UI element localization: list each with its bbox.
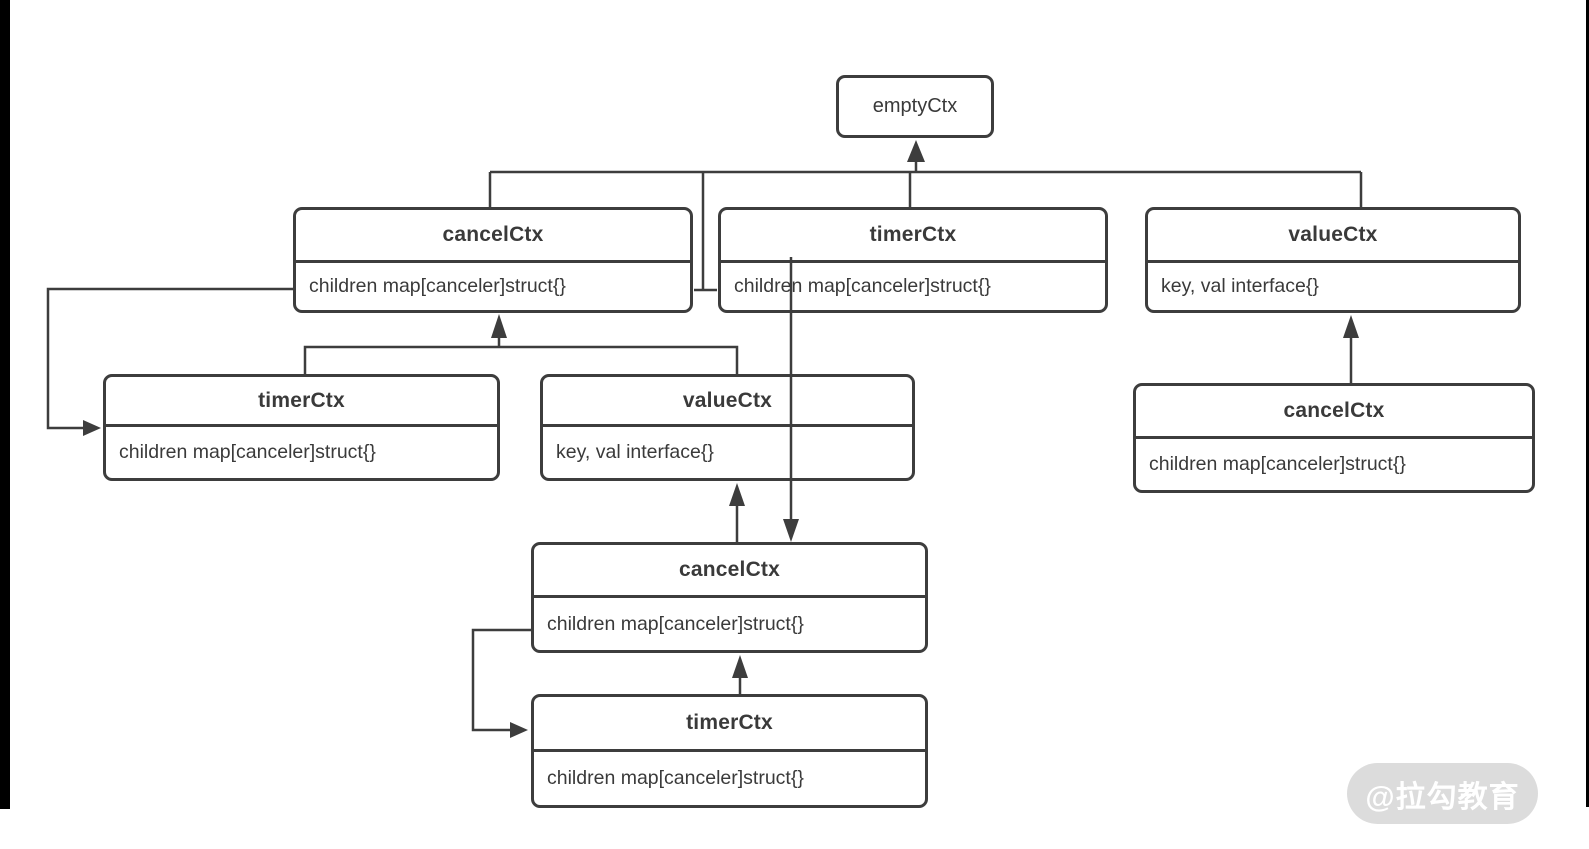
node-emptyctx-label: emptyCtx [872, 95, 958, 117]
node-timerctx-mid-title: timerCtx [106, 377, 497, 427]
watermark-label: @拉勾教育 [1365, 780, 1520, 814]
node-timerctx-top: timerCtx children map[canceler]struct{} [718, 207, 1108, 313]
node-cancelctx-right-title: cancelCtx [1136, 386, 1532, 439]
node-timerctx-mid-attr: children map[canceler]struct{} [119, 441, 376, 463]
arrowhead-up-cancelctx-mid [732, 655, 748, 678]
arrowhead-right-timerctx-bottom [510, 722, 528, 738]
node-cancelctx-top-attr: children map[canceler]struct{} [309, 275, 566, 297]
screen-edge-right-strip [1586, 0, 1589, 807]
node-cancelctx-mid: cancelCtx children map[canceler]struct{} [531, 542, 928, 653]
node-valuectx-top-title: valueCtx [1148, 210, 1518, 263]
node-timerctx-mid: timerCtx children map[canceler]struct{} [103, 374, 500, 481]
node-valuectx-top-attr: key, val interface{} [1161, 275, 1319, 297]
node-timerctx-top-attr: children map[canceler]struct{} [734, 275, 991, 297]
node-timerctx-bottom-attr: children map[canceler]struct{} [547, 767, 804, 789]
arrowhead-up-emptyctx [907, 140, 925, 162]
arrowhead-down-cancelctx-mid [783, 519, 799, 542]
arrowhead-up-cancelctx-top [491, 314, 507, 338]
node-timerctx-bottom: timerCtx children map[canceler]struct{} [531, 694, 928, 808]
node-cancelctx-right-attr: children map[canceler]struct{} [1149, 453, 1406, 475]
arrowhead-up-valuectx-mid [729, 483, 745, 506]
node-timerctx-top-title: timerCtx [721, 210, 1105, 263]
node-cancelctx-top-title: cancelCtx [296, 210, 690, 263]
screen-edge-left-strip [0, 0, 10, 809]
arrowhead-right-timerctx-mid [83, 420, 101, 436]
node-valuectx-mid-title: valueCtx [543, 377, 912, 427]
arrowhead-up-valuectx-right [1343, 315, 1359, 338]
node-cancelctx-top: cancelCtx children map[canceler]struct{} [293, 207, 693, 313]
node-cancelctx-right: cancelCtx children map[canceler]struct{} [1133, 383, 1535, 493]
edge-second-bus [303, 345, 739, 374]
edge-cancelctx-mid-loop [471, 628, 531, 732]
node-timerctx-bottom-title: timerCtx [534, 697, 925, 752]
node-cancelctx-mid-title: cancelCtx [534, 545, 925, 598]
node-valuectx-top: valueCtx key, val interface{} [1145, 207, 1521, 313]
node-valuectx-mid: valueCtx key, val interface{} [540, 374, 915, 481]
node-valuectx-mid-attr: key, val interface{} [556, 441, 714, 463]
node-cancelctx-mid-attr: children map[canceler]struct{} [547, 612, 804, 635]
watermark-badge: @拉勾教育 [1347, 763, 1538, 824]
node-emptyctx: emptyCtx [836, 75, 994, 138]
